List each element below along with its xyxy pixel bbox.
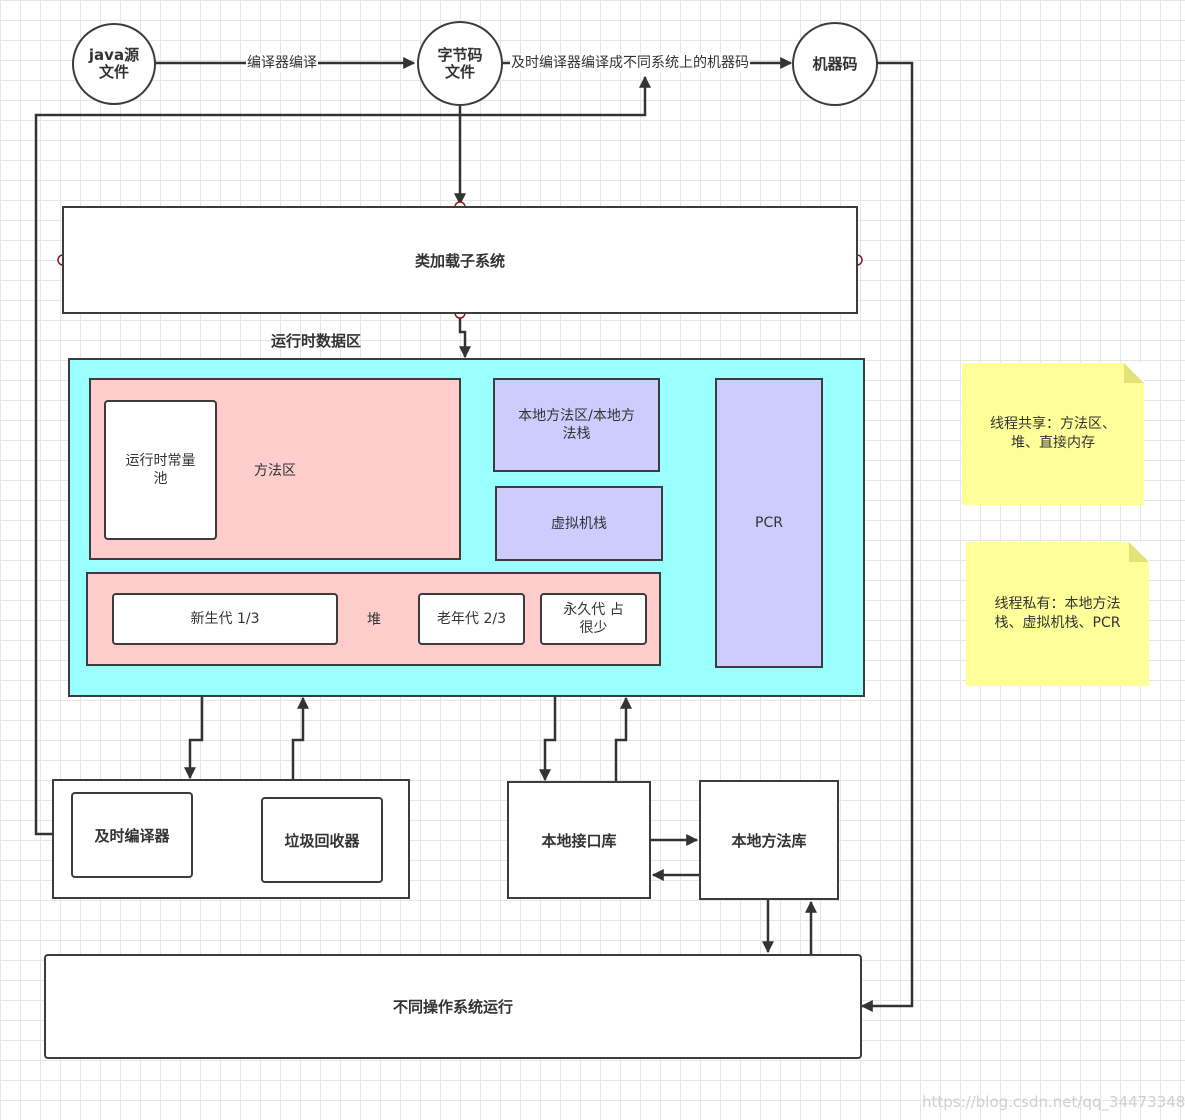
note-thread-shared-text: 线程共享：方法区、 堆、直接内存	[990, 416, 1116, 451]
node-machine-code[interactable]: 机器码	[792, 22, 878, 106]
native-method-stack[interactable]: 本地方法区/本地方 法栈	[493, 378, 660, 472]
heap-label: 堆	[367, 612, 381, 628]
vm-stack[interactable]: 虚拟机栈	[495, 486, 663, 561]
node-class-loader-subsystem[interactable]: 类加载子系统	[62, 206, 858, 314]
edge-jit-to-machine-loop	[34, 75, 651, 836]
note-thread-private-text: 线程私有：本地方法 栈、虚拟机栈、PCR	[994, 596, 1121, 631]
permanent-generation[interactable]: 永久代 占 很少	[540, 593, 647, 645]
young-generation[interactable]: 新生代 1/3	[112, 593, 338, 645]
old-generation[interactable]: 老年代 2/3	[418, 593, 525, 645]
edge-machine-to-os	[860, 61, 914, 1012]
edge-label-compile: 编译器编译	[246, 54, 318, 72]
method-area-label: 方法区	[254, 463, 296, 479]
garbage-collector[interactable]: 垃圾回收器	[261, 797, 383, 883]
edge-execution-to-runtime	[291, 696, 309, 779]
note-thread-shared[interactable]: 线程共享：方法区、 堆、直接内存	[962, 363, 1144, 505]
node-java-source[interactable]: java源 文件	[72, 23, 156, 105]
edge-runtime-to-native-interface	[539, 696, 557, 782]
native-method-library[interactable]: 本地方法库	[699, 780, 839, 900]
edge-classloader-to-runtime	[458, 314, 471, 359]
pcr-register[interactable]: PCR	[715, 378, 823, 668]
edge-native-interface-to-runtime	[614, 696, 632, 781]
native-interface-library[interactable]: 本地接口库	[507, 781, 651, 899]
runtime-data-area-title: 运行时数据区	[271, 332, 362, 350]
note-fold-corner	[1129, 542, 1149, 562]
os-runtime[interactable]: 不同操作系统运行	[44, 954, 862, 1059]
note-fold-corner	[1124, 363, 1144, 383]
jit-compiler[interactable]: 及时编译器	[71, 792, 193, 878]
edge-runtime-to-execution	[184, 696, 204, 780]
node-bytecode[interactable]: 字节码 文件	[417, 21, 503, 106]
note-thread-private[interactable]: 线程私有：本地方法 栈、虚拟机栈、PCR	[966, 542, 1149, 686]
watermark: https://blog.csdn.net/qq_34473348	[922, 1093, 1185, 1111]
edge-label-jit-compile: 及时编译器编译成不同系统上的机器码	[510, 54, 750, 72]
runtime-constant-pool[interactable]: 运行时常量 池	[104, 400, 217, 540]
